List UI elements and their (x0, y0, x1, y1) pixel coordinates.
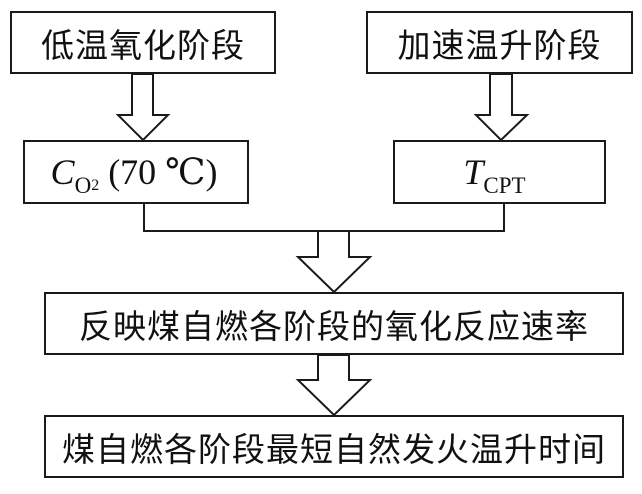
node-label: 煤自燃各阶段最短自然发火温升时间 (62, 429, 606, 469)
merge-line (143, 204, 505, 232)
node-label: 加速温升阶段 (397, 25, 602, 65)
arrow-low-temp-to-co2 (115, 73, 171, 142)
arrow-accel-to-tcpt (473, 73, 530, 142)
arrow-rate-to-time (295, 354, 373, 417)
formula-symbol: T (463, 152, 484, 192)
formula-subscript: CPT (483, 173, 526, 198)
formula-tcpt: TCPT (463, 151, 525, 198)
node-min-heating-time: 煤自燃各阶段最短自然发火温升时间 (44, 415, 624, 478)
arrow-merge-to-rate (295, 230, 373, 294)
node-label: 低温氧化阶段 (41, 25, 245, 65)
formula-co2: CO2 (70 ℃) (50, 151, 218, 198)
formula-symbol: C (50, 152, 75, 192)
node-crossing-point-temp: TCPT (393, 140, 606, 204)
node-accelerated-heating: 加速温升阶段 (366, 11, 633, 74)
node-oxygen-consumption: CO2 (70 ℃) (23, 140, 249, 204)
formula-subscript: O (74, 173, 92, 198)
node-oxidation-rate: 反映煤自燃各阶段的氧化反应速率 (44, 292, 624, 355)
formula-subscript-index: 2 (91, 177, 100, 194)
formula-suffix: (70 ℃) (99, 152, 218, 192)
node-low-temp-oxidation: 低温氧化阶段 (10, 11, 276, 74)
node-label: 反映煤自燃各阶段的氧化反应速率 (79, 306, 589, 346)
